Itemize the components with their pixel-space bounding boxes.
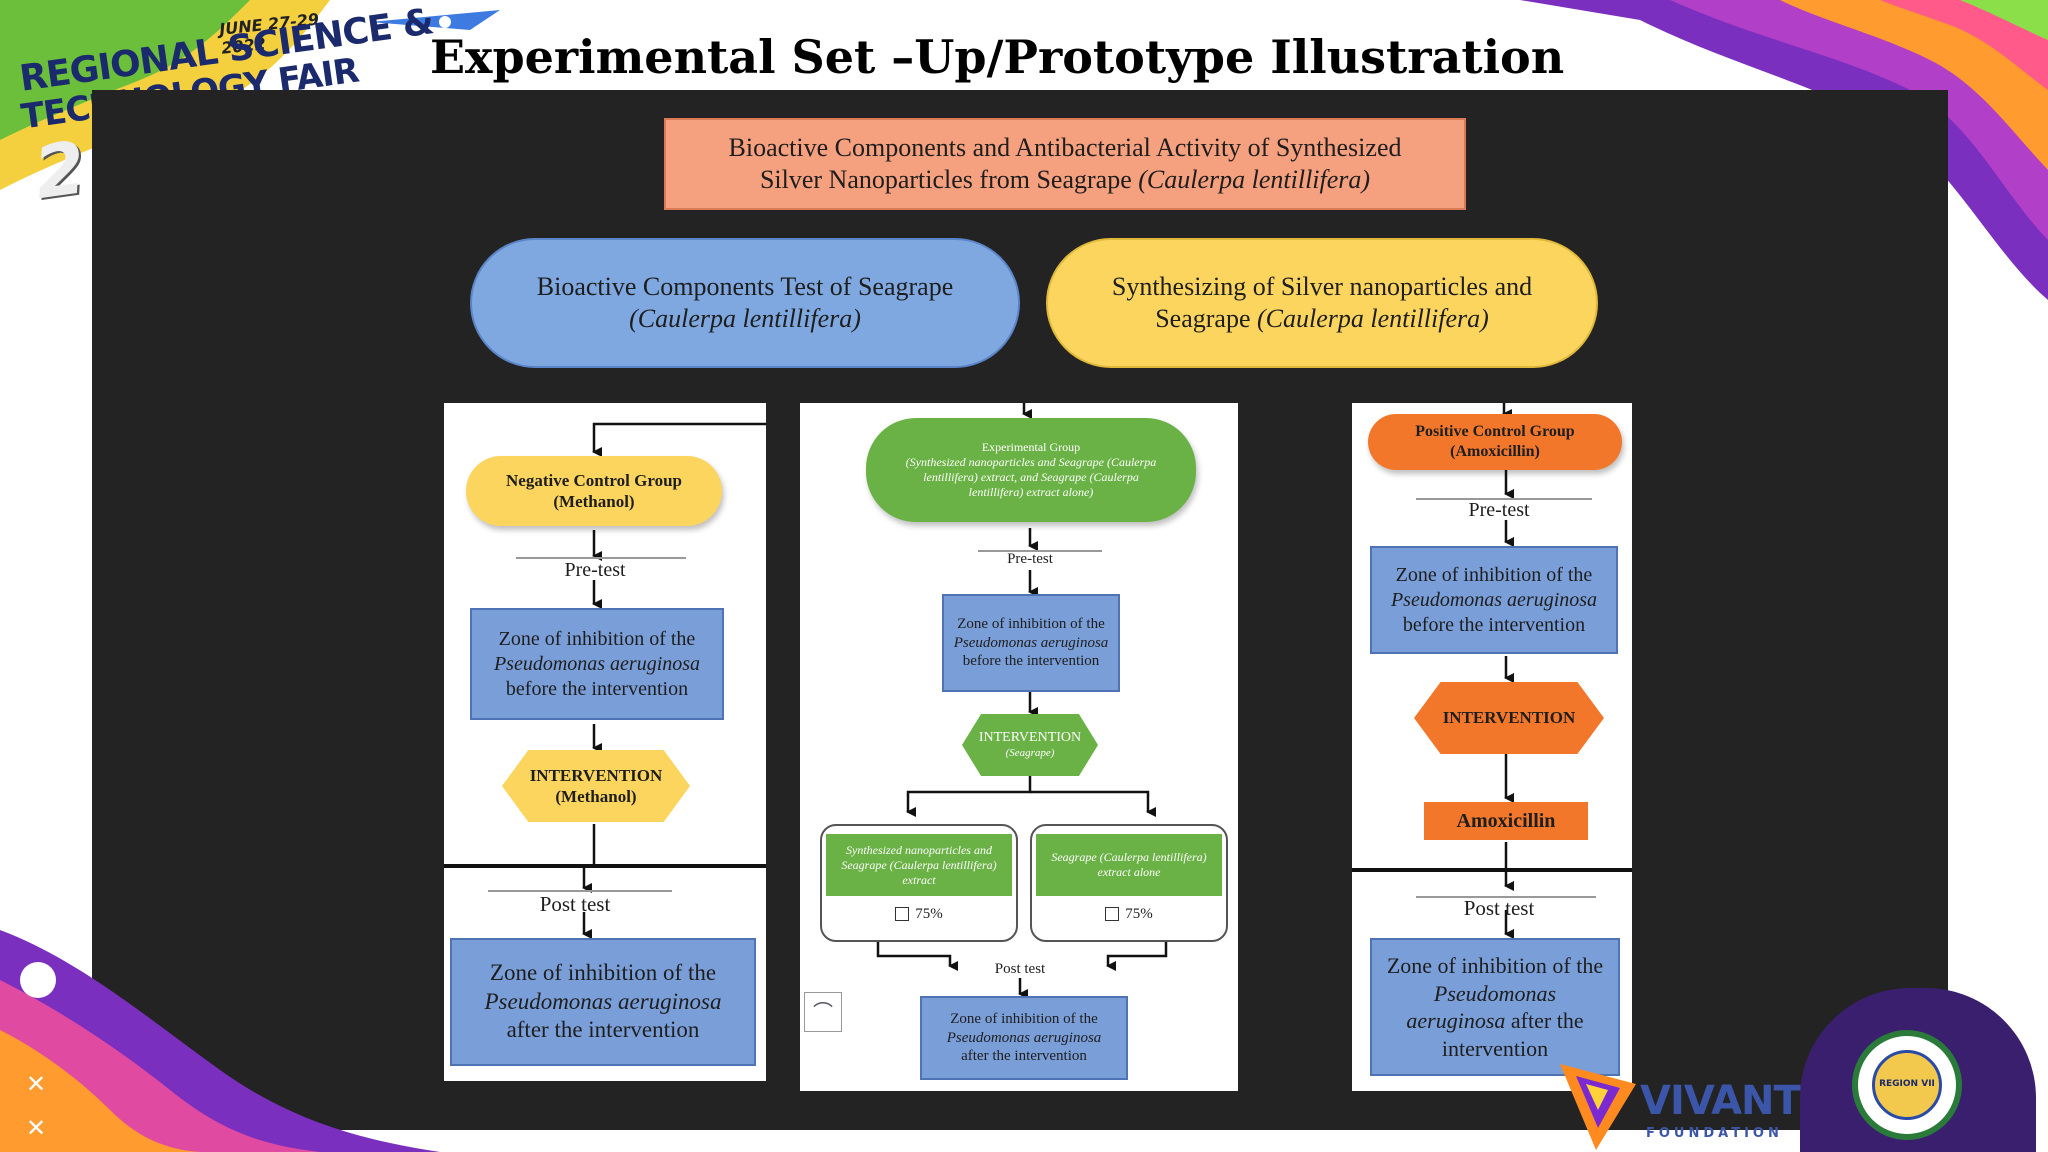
treatment-alone-value-row: 75% <box>1032 896 1226 932</box>
negative-control-group: Negative Control Group (Methanol) <box>466 456 722 526</box>
positive-zone-before-text: Zone of inhibition of the Pseudomonas ae… <box>1382 563 1606 638</box>
experimental-posttest-label: Post test <box>968 958 1072 980</box>
experimental-zone-before-text: Zone of inhibition of the Pseudomonas ae… <box>952 615 1110 671</box>
negative-zone-before-text: Zone of inhibition of the Pseudomonas ae… <box>482 627 712 702</box>
text: after the intervention <box>507 1017 700 1042</box>
negative-pretest-label: Pre-test <box>520 556 670 584</box>
text: Zone of inhibition of the <box>499 628 696 650</box>
negative-zone-after-text: Zone of inhibition of the Pseudomonas ae… <box>466 959 740 1045</box>
sponsor-logo-subtitle: FOUNDATION <box>1646 1126 1783 1141</box>
treatment-alone-value: 75% <box>1125 905 1153 924</box>
text: Zone of inhibition of the <box>957 616 1104 632</box>
experimental-zone-before: Zone of inhibition of the Pseudomonas ae… <box>942 594 1120 692</box>
image-placeholder-icon: ⌒ <box>804 992 842 1032</box>
experimental-group: Experimental Group (Synthesized nanopart… <box>866 418 1196 522</box>
positive-group-agent: (Amoxicillin) <box>1450 442 1540 462</box>
negative-intervention: INTERVENTION (Methanol) <box>502 750 690 822</box>
negative-zone-before: Zone of inhibition of the Pseudomonas ae… <box>470 608 724 720</box>
negative-intervention-agent: (Methanol) <box>555 786 636 807</box>
organism-name: Pseudomonas aeruginosa <box>947 1030 1102 1046</box>
treatment-alone-label: Seagrape (Caulerpa lentillifera) extract… <box>1036 834 1222 896</box>
experimental-intervention-agent: (Seagrape) <box>1006 747 1055 761</box>
treatment-box-alone: Seagrape (Caulerpa lentillifera) extract… <box>1030 824 1228 942</box>
text: before the intervention <box>506 678 688 700</box>
treatment-box-combined: Synthesized nanoparticles and Seagrape (… <box>820 824 1018 942</box>
sponsor-logo-mark <box>1556 1054 1640 1152</box>
experimental-group-agents: (Synthesized nanoparticles and Seagrape … <box>900 455 1162 500</box>
text: before the intervention <box>1403 614 1585 636</box>
checkbox-icon[interactable] <box>1105 907 1119 921</box>
organism-name: Pseudomonas aeruginosa <box>494 653 700 675</box>
positive-pretest-label: Pre-test <box>1424 496 1574 524</box>
text: after the intervention <box>961 1048 1087 1064</box>
experimental-pretest-label: Pre-test <box>980 548 1080 570</box>
positive-posttest-label: Post test <box>1424 894 1574 922</box>
experimental-zone-after-text: Zone of inhibition of the Pseudomonas ae… <box>932 1010 1116 1066</box>
text: Zone of inhibition of the <box>490 960 716 985</box>
experimental-intervention-label: INTERVENTION <box>979 729 1081 747</box>
negative-group-label: Negative Control Group <box>506 470 682 491</box>
organism-name: Pseudomonas aeruginosa <box>954 635 1109 651</box>
negative-intervention-label: INTERVENTION <box>530 765 663 786</box>
treatment-combined-value: 75% <box>915 905 943 924</box>
negative-group-agent: (Methanol) <box>553 491 634 512</box>
experimental-zone-after: Zone of inhibition of the Pseudomonas ae… <box>920 996 1128 1080</box>
treatment-combined-label: Synthesized nanoparticles and Seagrape (… <box>826 834 1012 896</box>
seal-region-text: REGION VII <box>1879 1079 1935 1090</box>
negative-zone-after: Zone of inhibition of the Pseudomonas ae… <box>450 938 756 1066</box>
experimental-group-label: Experimental Group <box>982 440 1080 455</box>
positive-group-label: Positive Control Group <box>1415 422 1574 442</box>
organism-name: Pseudomonas aeruginosa <box>484 989 721 1014</box>
department-seal-inner: REGION VII <box>1872 1050 1942 1120</box>
experimental-intervention: INTERVENTION (Seagrape) <box>962 714 1098 776</box>
organism-name: Pseudomonas aeruginosa <box>1391 589 1597 611</box>
text: Zone of inhibition of the <box>950 1011 1097 1027</box>
text: before the intervention <box>963 653 1100 669</box>
positive-control-group: Positive Control Group (Amoxicillin) <box>1368 414 1622 470</box>
positive-intervention: INTERVENTION <box>1414 682 1604 754</box>
text: Zone of inhibition of the <box>1396 564 1593 586</box>
treatment-combined-value-row: 75% <box>822 896 1016 932</box>
department-seal: REGION VII <box>1852 1030 1962 1140</box>
positive-zone-after-text: Zone of inhibition of the Pseudomonas ae… <box>1382 952 1608 1062</box>
text: Zone of inhibition of the <box>1387 953 1603 978</box>
negative-posttest-label: Post test <box>500 890 650 918</box>
positive-agent: Amoxicillin <box>1424 802 1588 840</box>
checkbox-icon[interactable] <box>895 907 909 921</box>
sponsor-logo-name: VIVANT <box>1640 1078 1800 1124</box>
positive-zone-before: Zone of inhibition of the Pseudomonas ae… <box>1370 546 1618 654</box>
